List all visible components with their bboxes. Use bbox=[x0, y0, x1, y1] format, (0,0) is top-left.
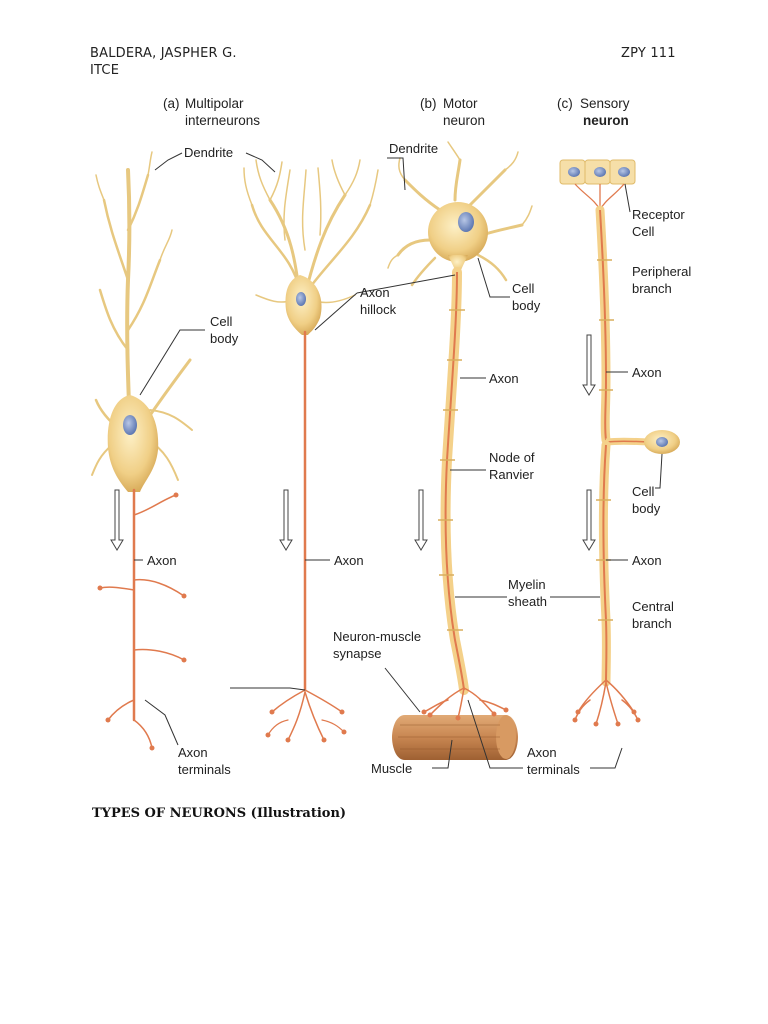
label-node-of: Node of bbox=[489, 450, 535, 465]
panel-b-title-line2: neuron bbox=[443, 113, 485, 128]
multipolar-interneuron-2 bbox=[243, 159, 379, 743]
label-body-a: body bbox=[210, 331, 239, 346]
label-receptor: Receptor bbox=[632, 207, 685, 222]
label-axon-terminals-b-line1: Axon bbox=[527, 745, 557, 760]
label-axon-a2: Axon bbox=[334, 553, 364, 568]
label-axon-a1: Axon bbox=[147, 553, 177, 568]
panel-c-letter: (c) bbox=[557, 96, 573, 111]
label-body-b: body bbox=[512, 298, 541, 313]
label-body-c: body bbox=[632, 501, 661, 516]
label-dendrite-a: Dendrite bbox=[184, 145, 233, 160]
label-muscle: Muscle bbox=[371, 761, 412, 776]
label-ranvier: Ranvier bbox=[489, 467, 534, 482]
label-axon-terminals-a-line2: terminals bbox=[178, 762, 231, 777]
panel-a-letter: (a) bbox=[163, 96, 180, 111]
label-neuron-muscle: Neuron-muscle bbox=[333, 629, 421, 644]
label-axon-terminals-a-line1: Axon bbox=[178, 745, 208, 760]
label-axon-hillock-line2: hillock bbox=[360, 302, 397, 317]
panel-c-title-line1: Sensory bbox=[580, 96, 630, 111]
direction-arrows bbox=[110, 334, 596, 551]
author-name: BALDERA, JASPHER G. bbox=[90, 46, 237, 61]
label-cell-c: Cell bbox=[632, 484, 655, 499]
label-sheath: sheath bbox=[508, 594, 547, 609]
label-axon-b: Axon bbox=[489, 371, 519, 386]
label-synapse: synapse bbox=[333, 646, 381, 661]
course-code: ZPY 111 bbox=[621, 46, 676, 61]
label-cell-b: Cell bbox=[512, 281, 535, 296]
label-receptor-cell: Cell bbox=[632, 224, 655, 239]
label-central: Central bbox=[632, 599, 674, 614]
label-central-branch: branch bbox=[632, 616, 672, 631]
label-dendrite-b: Dendrite bbox=[389, 141, 438, 156]
motor-neuron bbox=[387, 141, 533, 760]
label-cell-a: Cell bbox=[210, 314, 233, 329]
neuron-types-illustration: (a) Multipolar interneurons (b) Motor ne… bbox=[91, 96, 691, 777]
panel-a-title-line1: Multipolar bbox=[185, 96, 244, 111]
panel-b-letter: (b) bbox=[420, 96, 437, 111]
label-peripheral: Peripheral bbox=[632, 264, 691, 279]
label-axon-c2: Axon bbox=[632, 553, 662, 568]
multipolar-interneuron-1 bbox=[91, 151, 193, 751]
panel-c-title-line2: neuron bbox=[583, 113, 629, 128]
panel-b-title-line1: Motor bbox=[443, 96, 478, 111]
label-axon-terminals-b-line2: terminals bbox=[527, 762, 580, 777]
label-peripheral-branch: branch bbox=[632, 281, 672, 296]
label-axon-hillock-line1: Axon bbox=[360, 285, 390, 300]
leader-lines bbox=[134, 152, 663, 769]
label-myelin: Myelin bbox=[508, 577, 546, 592]
author-department: ITCE bbox=[90, 63, 120, 78]
panel-a-title-line2: interneurons bbox=[185, 113, 260, 128]
figure-caption: TYPES OF NEURONS (Illustration) bbox=[92, 806, 347, 821]
sensory-neuron bbox=[559, 159, 680, 727]
label-axon-c1: Axon bbox=[632, 365, 662, 380]
